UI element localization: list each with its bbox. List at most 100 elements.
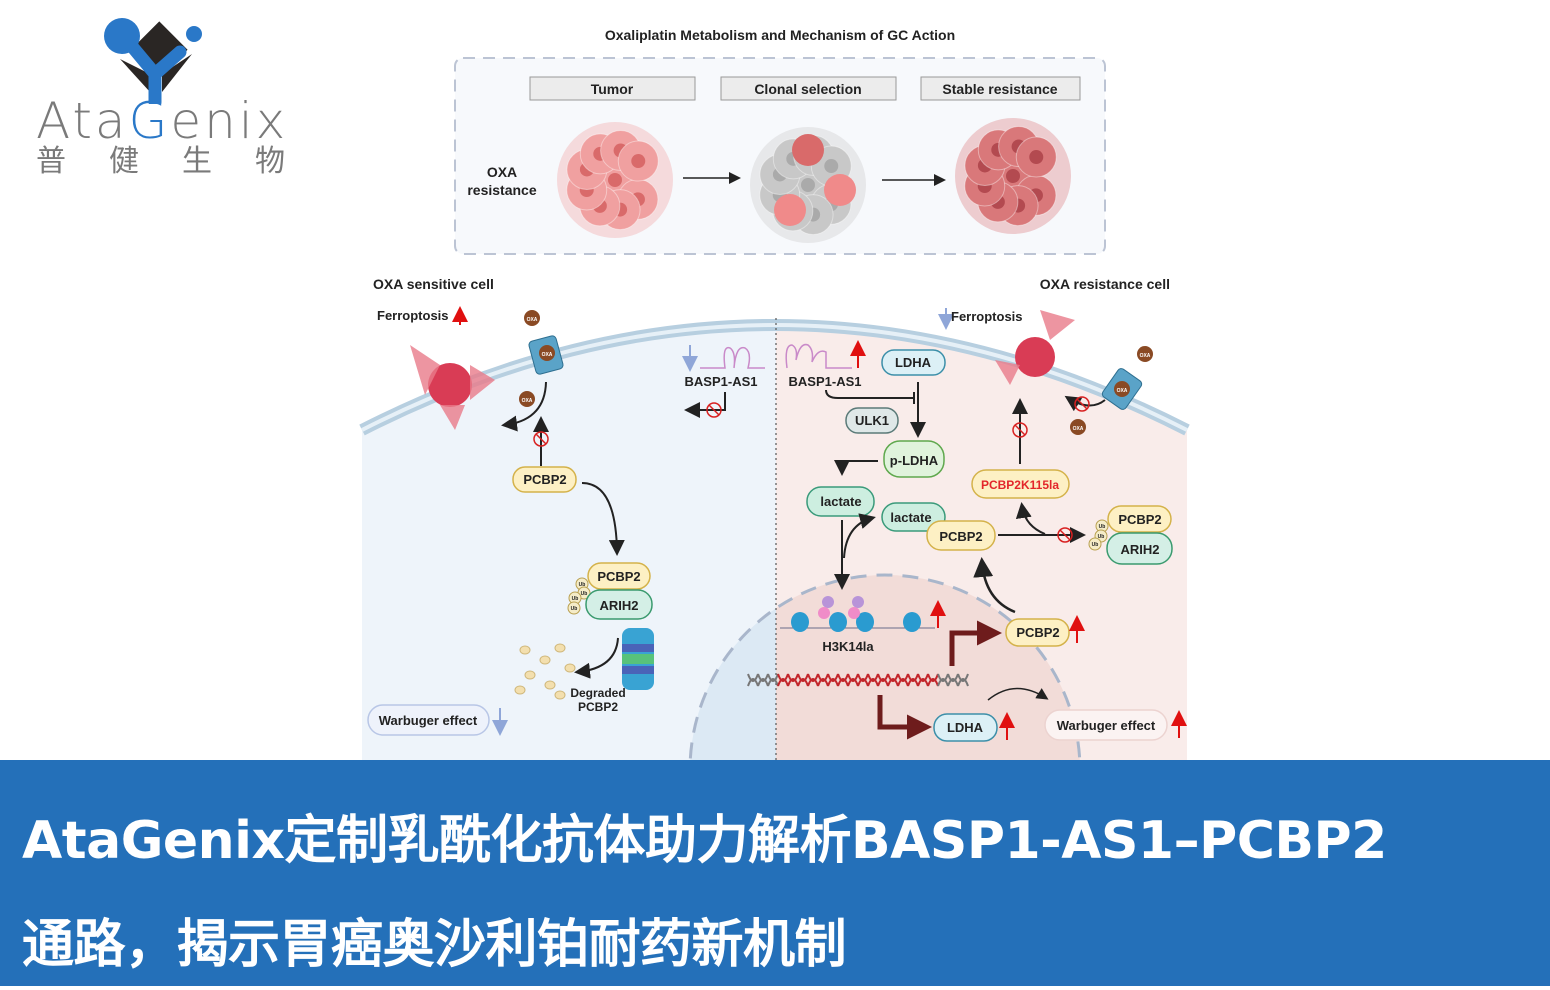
pcbp2-left: PCBP2	[512, 466, 577, 493]
arrow-pcbp2-to-complex	[581, 482, 625, 556]
logo-brand: AtaGenix	[36, 92, 289, 150]
svg-text:Ub: Ub	[1092, 542, 1099, 548]
ferroptotic-cell-icon	[410, 345, 495, 430]
basp1-right-label: BASP1-AS1	[789, 374, 862, 389]
ldha-top: LDHA	[881, 349, 946, 376]
banner-title-line2: 通路，揭示胃癌奥沙利铂耐药新机制	[22, 915, 847, 975]
top-panel-title: Oxaliplatin Metabolism and Mechanism of …	[605, 27, 955, 43]
pcbp2-upregulated: PCBP2	[1005, 618, 1070, 647]
svg-text:Ub: Ub	[1098, 534, 1105, 540]
svg-text:Warbuger effect: Warbuger effect	[379, 713, 478, 728]
svg-text:OXA: OXA	[1140, 353, 1151, 359]
svg-text:Stable resistance: Stable resistance	[942, 81, 1057, 97]
inhibit-icon	[706, 402, 722, 418]
svg-text:LDHA: LDHA	[895, 355, 932, 370]
svg-text:LDHA: LDHA	[947, 720, 984, 735]
degraded-label-1: Degraded	[570, 686, 625, 700]
inhibit-icon	[1074, 396, 1090, 412]
svg-text:ARIH2: ARIH2	[599, 598, 638, 613]
row-label-line1: OXA	[487, 164, 517, 180]
inhibit-icon	[533, 431, 549, 447]
oxa-molecule-icon: OXA	[1070, 419, 1086, 435]
svg-text:OXA: OXA	[527, 317, 538, 323]
oxa-molecule-icon: OXA	[524, 310, 540, 326]
logo-chinese: 普健生物	[36, 144, 328, 179]
ldha-bottom: LDHA	[933, 713, 998, 742]
degraded-label-2: PCBP2	[578, 700, 618, 714]
row-label-line2: resistance	[467, 182, 536, 198]
arrow-oxa-to-ferroptosis	[501, 381, 547, 432]
inhibit-icon	[1012, 422, 1028, 438]
nucleosome-chain-icon	[780, 596, 935, 632]
surviving-cell-icon	[824, 174, 856, 206]
arrow-pcbp2up-to-pcbp2	[973, 557, 1016, 614]
arrow-to-pcbp2k115la	[1015, 502, 1046, 535]
svg-text:PCBP2: PCBP2	[939, 529, 982, 544]
arrow-basp1-left	[684, 392, 726, 418]
sensitive-cell-title: OXA sensitive cell	[373, 276, 494, 292]
svg-text:Ub: Ub	[579, 582, 586, 588]
oxa-molecule-icon: OXA	[1114, 381, 1130, 397]
surviving-cell-icon	[792, 134, 824, 166]
svg-text:Ub: Ub	[572, 596, 579, 602]
ferroptosis-right-label: Ferroptosis	[951, 309, 1023, 324]
pcbp2k115la: PCBP2K115la	[971, 469, 1070, 499]
ferroptotic-cell-icon	[995, 310, 1075, 385]
svg-text:OXA: OXA	[522, 398, 533, 404]
banner-title-line1: AtaGenix定制乳酰化抗体助力解析BASP1-AS1–PCBP2	[22, 811, 1387, 871]
tumor-cluster-icon	[557, 122, 673, 238]
resistance-cell-title: OXA resistance cell	[1040, 276, 1170, 292]
warburg-right: Warbuger effect	[1044, 709, 1168, 741]
ulk1: ULK1	[845, 407, 899, 434]
logo-mark	[104, 18, 202, 104]
svg-text:ARIH2: ARIH2	[1120, 542, 1159, 557]
warburg-left: Warbuger effect	[367, 704, 490, 736]
basp1-left-label: BASP1-AS1	[685, 374, 758, 389]
stage-tumor: Tumor	[529, 76, 696, 101]
ferroptosis-left-label: Ferroptosis	[377, 308, 449, 323]
oxa-molecule-icon: OXA	[1137, 346, 1153, 362]
pcbp2-lactylated: PCBP2	[926, 520, 996, 551]
stable-resistance-cluster-icon	[955, 118, 1071, 234]
p-ldha: p-LDHA	[883, 440, 945, 478]
pcbp2-arih2-complex-right: PCBP2 ARIH2	[1106, 505, 1173, 565]
svg-text:PCBP2K115la: PCBP2K115la	[981, 478, 1059, 492]
stage-clonal-selection: Clonal selection	[720, 76, 897, 101]
pcbp2-arih2-complex-left: PCBP2 ARIH2	[585, 562, 653, 620]
arrow-basp1-to-phosphorylation	[825, 389, 914, 399]
oxa-molecule-icon: OXA	[539, 345, 555, 361]
h3k14la-label: H3K14la	[822, 639, 874, 654]
svg-text:PCBP2: PCBP2	[597, 569, 640, 584]
arrow-lactate-to-pcbp2	[843, 513, 876, 559]
lncrna-icon	[785, 343, 852, 369]
arrow-to-degradation	[574, 637, 619, 679]
oxa-molecule-icon: OXA	[519, 391, 535, 407]
svg-text:p-LDHA: p-LDHA	[890, 453, 939, 468]
svg-text:Clonal selection: Clonal selection	[754, 81, 861, 97]
inhibit-icon	[1057, 527, 1073, 543]
degraded-fragments-icon	[514, 643, 576, 700]
svg-text:Warbuger effect: Warbuger effect	[1057, 718, 1156, 733]
nucleus-right	[776, 575, 1080, 760]
svg-text:PCBP2: PCBP2	[1118, 512, 1161, 527]
lncrna-icon	[700, 346, 765, 369]
svg-text:PCBP2: PCBP2	[1016, 625, 1059, 640]
lactate-2: lactate	[881, 502, 946, 532]
svg-text:Ub: Ub	[581, 591, 588, 597]
arrow-pldha-to-lactate	[834, 459, 878, 476]
svg-text:lactate: lactate	[820, 494, 861, 509]
svg-text:lactate: lactate	[890, 510, 931, 525]
transcription-arrow-pcbp2	[949, 620, 1002, 666]
svg-text:Ub: Ub	[571, 606, 578, 612]
svg-text:Tumor: Tumor	[591, 81, 634, 97]
svg-text:PCBP2: PCBP2	[523, 472, 566, 487]
arrow-ldha-to-warburg	[987, 687, 1049, 701]
svg-text:OXA: OXA	[1117, 388, 1128, 394]
svg-text:OXA: OXA	[542, 352, 553, 358]
lactate-1: lactate	[806, 486, 875, 517]
transcription-arrow-ldha	[877, 695, 932, 740]
stage-stable-resistance: Stable resistance	[920, 76, 1081, 101]
